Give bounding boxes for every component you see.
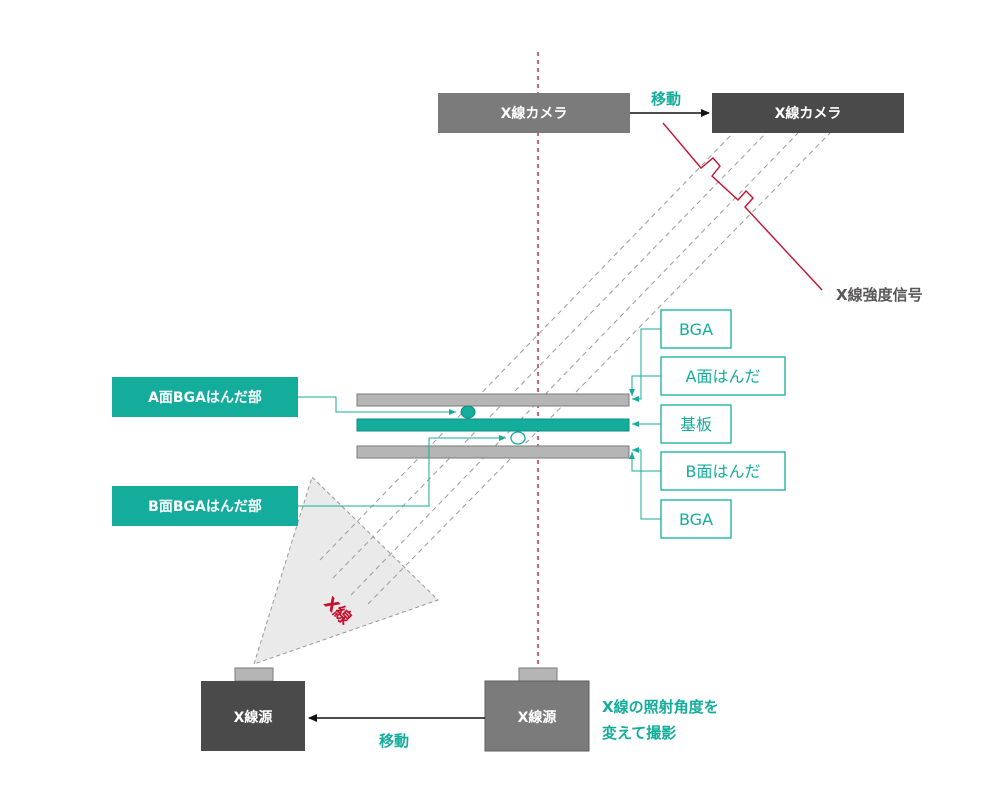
b-side-solder-ball	[510, 431, 526, 445]
a-side-joint-label: A面BGAはんだ部	[148, 389, 262, 406]
ray-lines	[319, 132, 831, 605]
b-side-joint-callout: B面BGAはんだ部	[112, 435, 506, 526]
substrate-layer	[356, 418, 630, 432]
note-line1: X線の照射角度を	[602, 698, 719, 716]
source-before-label: X線源	[518, 709, 557, 726]
xray-source-after: X線源	[201, 667, 305, 751]
b-side-solder-label: B面はんだ	[686, 462, 761, 481]
right-leader-lines	[629, 328, 661, 520]
bga-top-layer	[356, 393, 630, 407]
xray-camera-after: X線カメラ	[712, 93, 904, 133]
xray-source-before: X線源	[484, 667, 590, 752]
a-side-solder-ball	[460, 405, 476, 419]
b-side-joint-label: B面BGAはんだ部	[148, 498, 262, 515]
bga-bottom-layer	[356, 445, 630, 459]
signal-label: X線強度信号	[836, 286, 923, 304]
camera-move-label: 移動	[651, 90, 681, 108]
xray-camera-before: X線カメラ	[438, 93, 630, 133]
bga-top-label: BGA	[679, 320, 713, 339]
a-side-joint-callout: A面BGAはんだ部	[112, 377, 456, 417]
camera-before-label: X線カメラ	[501, 105, 568, 122]
bga-bottom-label: BGA	[679, 510, 713, 529]
source-after-label: X線源	[234, 709, 273, 726]
right-callouts	[660, 309, 786, 539]
source-move-label: 移動	[379, 732, 409, 750]
substrate-label: 基板	[680, 415, 712, 434]
xray-intensity-signal	[662, 122, 823, 291]
a-side-solder-label: A面はんだ	[686, 367, 761, 386]
note-line2: 変えて撮影	[602, 724, 676, 742]
camera-after-label: X線カメラ	[775, 105, 842, 122]
xray-beam-cone	[253, 476, 439, 665]
